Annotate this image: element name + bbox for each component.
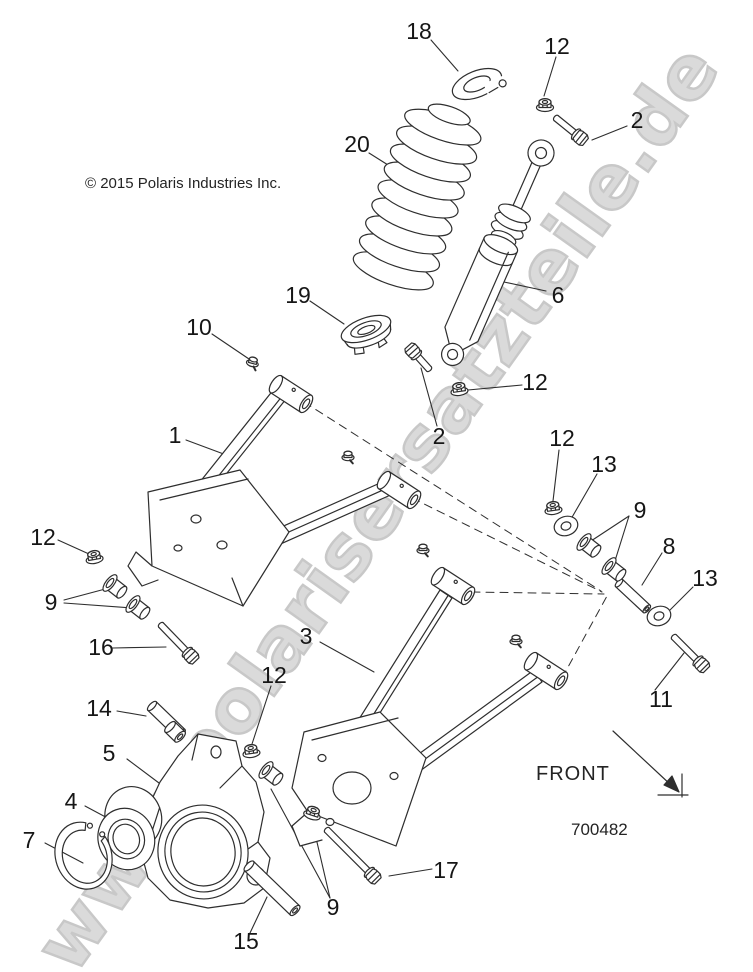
washer-13-a <box>551 512 581 540</box>
callout-11: 11 <box>649 686 673 712</box>
front-label: FRONT <box>536 763 610 785</box>
bushing-9-right-b <box>598 554 631 586</box>
callout-9: 9 <box>45 589 58 615</box>
callout-9: 9 <box>634 497 647 523</box>
nut-12-right <box>543 499 564 517</box>
callout-12: 12 <box>30 524 56 550</box>
shock-absorber <box>440 139 555 367</box>
callout-9: 9 <box>327 894 340 920</box>
screw-frame-b <box>416 543 430 558</box>
nut-12-center <box>241 742 262 760</box>
callout-12: 12 <box>549 425 575 451</box>
spring-seat <box>340 314 392 355</box>
knuckle <box>139 733 271 909</box>
spacer-8 <box>614 578 652 614</box>
part-number: 700482 <box>571 820 628 839</box>
bushing-9-bottom <box>255 758 288 790</box>
nut-12-top <box>535 97 555 113</box>
callout-14: 14 <box>86 695 112 721</box>
callout-2: 2 <box>631 107 644 133</box>
callout-12: 12 <box>522 369 548 395</box>
nut-12-left <box>84 548 105 566</box>
callout-1: 1 <box>169 422 182 448</box>
callout-12: 12 <box>544 33 570 59</box>
nut-12-shock <box>449 380 470 398</box>
screw-frame-c <box>509 634 523 649</box>
bushing-9-left-b <box>122 592 155 624</box>
bushing-9-right-a <box>573 530 606 562</box>
callout-16: 16 <box>88 634 114 660</box>
callout-7: 7 <box>23 827 36 853</box>
pivot-tube-15 <box>243 860 301 917</box>
callout-5: 5 <box>103 740 116 766</box>
spring-retainer <box>451 67 511 101</box>
callout-13: 13 <box>591 451 617 477</box>
snap-ring <box>54 821 113 890</box>
bolt-16 <box>157 621 202 667</box>
lower-a-arm <box>291 564 571 847</box>
wheel-bearing <box>97 786 163 871</box>
bushing-9-left-a <box>99 571 132 603</box>
callout-3: 3 <box>300 623 313 649</box>
callout-13: 13 <box>692 565 718 591</box>
screw-frame-a <box>341 450 355 465</box>
callout-8: 8 <box>663 533 676 559</box>
callout-18: 18 <box>406 18 432 44</box>
callout-6: 6 <box>552 282 565 308</box>
coil-spring <box>352 103 482 291</box>
callout-2: 2 <box>433 423 446 449</box>
callout-12: 12 <box>261 662 287 688</box>
callout-19: 19 <box>285 282 311 308</box>
callout-17: 17 <box>433 857 459 883</box>
callout-10: 10 <box>186 314 212 340</box>
callout-20: 20 <box>344 131 370 157</box>
bolt-2-lower <box>402 341 433 373</box>
callout-15: 15 <box>233 928 259 954</box>
callout-4: 4 <box>65 788 78 814</box>
callout-leader-lines <box>44 39 694 934</box>
bolt-17 <box>323 826 384 887</box>
front-direction-arrow <box>612 730 689 798</box>
bolt-11 <box>670 633 712 675</box>
pivot-axis-dashed-lines <box>303 401 608 679</box>
copyright-notice: © 2015 Polaris Industries Inc. <box>85 175 282 192</box>
upper-a-arm <box>127 372 424 607</box>
bolt-2-upper <box>552 114 591 148</box>
pivot-sleeve-14b <box>164 720 186 743</box>
